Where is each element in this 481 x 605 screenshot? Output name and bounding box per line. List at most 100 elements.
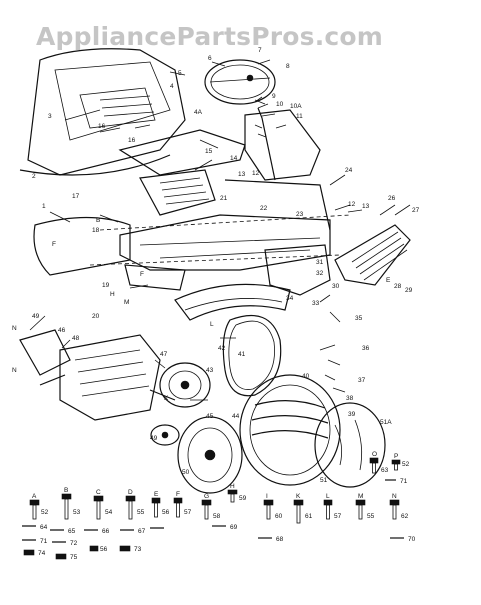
callout-12b: 12: [348, 201, 356, 208]
callout-34: 34: [286, 295, 294, 302]
callout-48: 48: [72, 335, 80, 342]
bolt-o: O 63: [369, 451, 389, 474]
wheel-hub: [150, 424, 180, 446]
hood-assembly: [19, 48, 246, 176]
svg-text:56: 56: [162, 509, 170, 516]
callout-17: 17: [72, 193, 80, 200]
callout-26: 26: [388, 195, 396, 202]
svg-text:67: 67: [138, 528, 146, 535]
callout-k1: K: [164, 395, 169, 402]
right-foot-pedal: [334, 224, 411, 286]
svg-text:64: 64: [40, 524, 48, 531]
hardware-bolts: A 52 B 53 C 54 D 55: [29, 451, 410, 524]
callout-10: 10: [276, 101, 284, 108]
svg-text:74: 74: [38, 550, 46, 557]
svg-text:61: 61: [305, 513, 313, 520]
svg-text:71: 71: [40, 538, 48, 545]
svg-text:E: E: [154, 491, 159, 498]
bolt-d: D 55: [125, 489, 145, 520]
callout-33: 33: [312, 300, 320, 307]
svg-text:57: 57: [184, 509, 192, 516]
callout-13: 13: [238, 171, 246, 178]
svg-text:59: 59: [239, 495, 247, 502]
svg-text:55: 55: [367, 513, 375, 520]
callout-16b: 16: [128, 137, 136, 144]
leader-lines: [29, 59, 411, 401]
svg-text:54: 54: [105, 509, 113, 516]
bolt-n: N 62: [389, 493, 409, 520]
callout-39: 39: [348, 411, 356, 418]
callout-14: 14: [230, 155, 238, 162]
svg-text:63: 63: [381, 467, 389, 474]
callout-l1: L: [210, 321, 214, 328]
svg-text:53: 53: [73, 509, 81, 516]
bolt-m: M 55: [355, 493, 375, 520]
svg-text:62: 62: [401, 513, 409, 520]
small-parts-rows: 64 65 66 67 68 69 70 71 72 73 74 75 56 7…: [22, 478, 416, 561]
callout-49b: 49: [150, 435, 158, 442]
callout-19: 19: [102, 282, 110, 289]
callout-45: 45: [206, 413, 214, 420]
callout-21: 21: [220, 195, 228, 202]
svg-text:O: O: [372, 451, 377, 458]
svg-text:66: 66: [102, 528, 110, 535]
left-foot-pedal: [139, 169, 216, 216]
callout-n1: N: [12, 325, 17, 332]
callout-29: 29: [405, 287, 413, 294]
callout-3: 3: [48, 113, 52, 120]
bolt-g: G 58: [201, 493, 221, 520]
svg-text:G: G: [204, 493, 209, 500]
callout-h1: H: [110, 291, 115, 298]
callout-6: 6: [208, 55, 212, 62]
drive-belt: [222, 314, 282, 397]
callout-b1: B: [96, 217, 100, 224]
callout-f1: F: [52, 241, 56, 248]
svg-text:72: 72: [70, 540, 78, 547]
callout-51a: 51A: [380, 419, 392, 426]
rear-tire: [239, 374, 341, 486]
bolt-p: P 52: [391, 453, 410, 471]
callout-30: 30: [332, 283, 340, 290]
callout-50: 50: [182, 469, 190, 476]
callout-1: 1: [42, 203, 46, 210]
callout-n2: N: [12, 367, 17, 374]
callout-41: 41: [238, 351, 246, 358]
callout-49: 49: [32, 313, 40, 320]
hub-cap: [314, 402, 386, 488]
svg-text:P: P: [394, 453, 398, 460]
svg-text:73: 73: [134, 546, 142, 553]
bolt-c: C 54: [93, 489, 113, 520]
callout-42: 42: [218, 345, 226, 352]
callout-20: 20: [92, 313, 100, 320]
svg-text:52: 52: [402, 461, 410, 468]
callout-4a: 4A: [194, 109, 203, 116]
svg-text:52: 52: [41, 509, 49, 516]
drive-pulley: [159, 362, 211, 408]
callout-31: 31: [316, 259, 324, 266]
bolt-k: K 61: [293, 493, 313, 524]
frame-chassis: [89, 179, 351, 271]
callout-40: 40: [302, 373, 310, 380]
svg-text:56: 56: [100, 546, 108, 553]
callout-44: 44: [232, 413, 240, 420]
callout-f2: F: [140, 271, 144, 278]
left-fender: [33, 216, 186, 291]
bolt-a: A 52: [29, 493, 49, 520]
svg-text:K: K: [296, 493, 301, 500]
rear-fender: [174, 283, 291, 321]
callout-35: 35: [355, 315, 363, 322]
svg-text:B: B: [64, 487, 68, 494]
svg-text:70: 70: [408, 536, 416, 543]
callout-m1: M: [124, 299, 129, 306]
svg-text:H: H: [230, 483, 235, 490]
callout-27: 27: [412, 207, 420, 214]
callout-36: 36: [362, 345, 370, 352]
callout-24: 24: [345, 167, 353, 174]
svg-text:60: 60: [275, 513, 283, 520]
bolt-l: L 57: [323, 493, 342, 520]
svg-text:55: 55: [137, 509, 145, 516]
bolt-h: H 59: [227, 483, 247, 503]
svg-text:75: 75: [70, 554, 78, 561]
callout-5: 5: [178, 70, 182, 77]
